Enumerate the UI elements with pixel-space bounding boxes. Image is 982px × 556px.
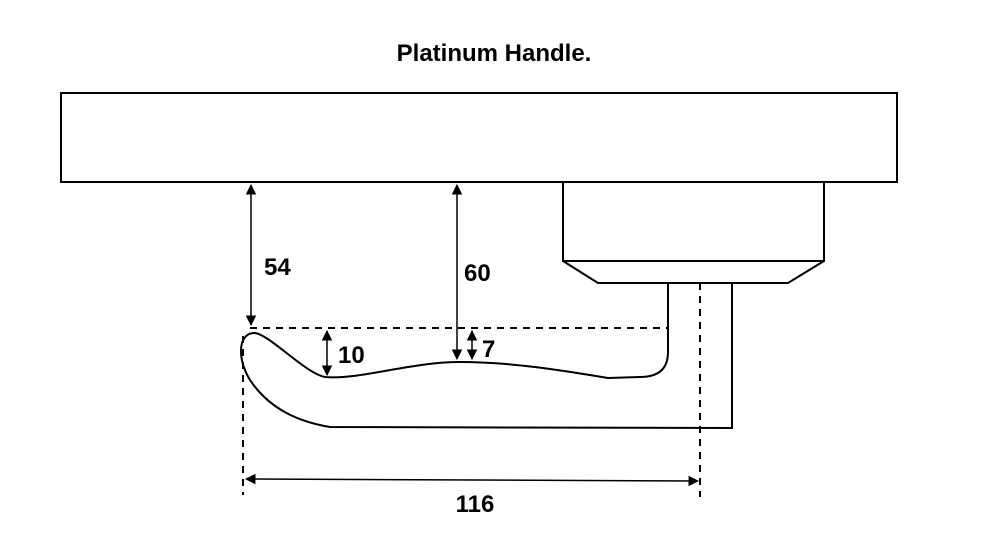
dim-label-7: 7 (482, 336, 495, 363)
dim-label-54: 54 (264, 254, 291, 281)
diagram-title: Platinum Handle. (397, 40, 592, 67)
rose-block (562, 181, 825, 262)
dim-label-10: 10 (338, 342, 365, 369)
handle-lever (239, 282, 733, 430)
dim-label-60: 60 (464, 260, 491, 287)
rose-chamfer (562, 260, 825, 284)
dim-arrow-116 (244, 473, 700, 487)
dim-label-116: 116 (456, 491, 495, 518)
door-plate (60, 92, 898, 183)
